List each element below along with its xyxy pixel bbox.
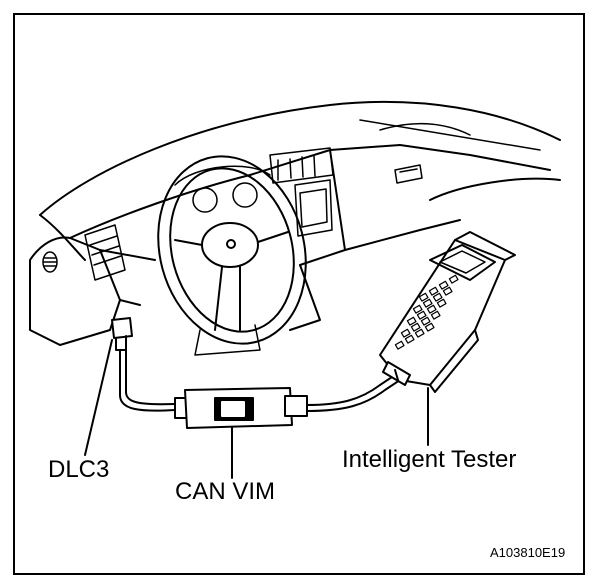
dlc3-connector: [111, 317, 133, 351]
leader-dlc3: [84, 339, 113, 456]
leader-lines: [84, 339, 429, 479]
right-air-vent: [394, 164, 423, 184]
dlc3-cable: [119, 349, 176, 412]
center-air-vents: [269, 147, 334, 237]
label-dlc3: DLC3: [48, 456, 110, 483]
can-vim-box: [174, 387, 308, 429]
left-air-vent: [84, 224, 126, 281]
tester-cable: [306, 374, 401, 412]
steering-wheel: [157, 155, 307, 345]
steering-column: [194, 324, 261, 356]
figure-id: A103810E19: [490, 545, 566, 560]
figure-frame: [13, 13, 585, 575]
tester-keypad: [394, 274, 459, 350]
label-intelligent-tester: Intelligent Tester: [342, 446, 517, 473]
left-side-grille: [42, 251, 58, 273]
label-can-vim: CAN VIM: [175, 478, 276, 505]
intelligent-tester: [379, 231, 516, 393]
dashboard: [29, 100, 561, 346]
instrument-cluster: [174, 165, 271, 213]
